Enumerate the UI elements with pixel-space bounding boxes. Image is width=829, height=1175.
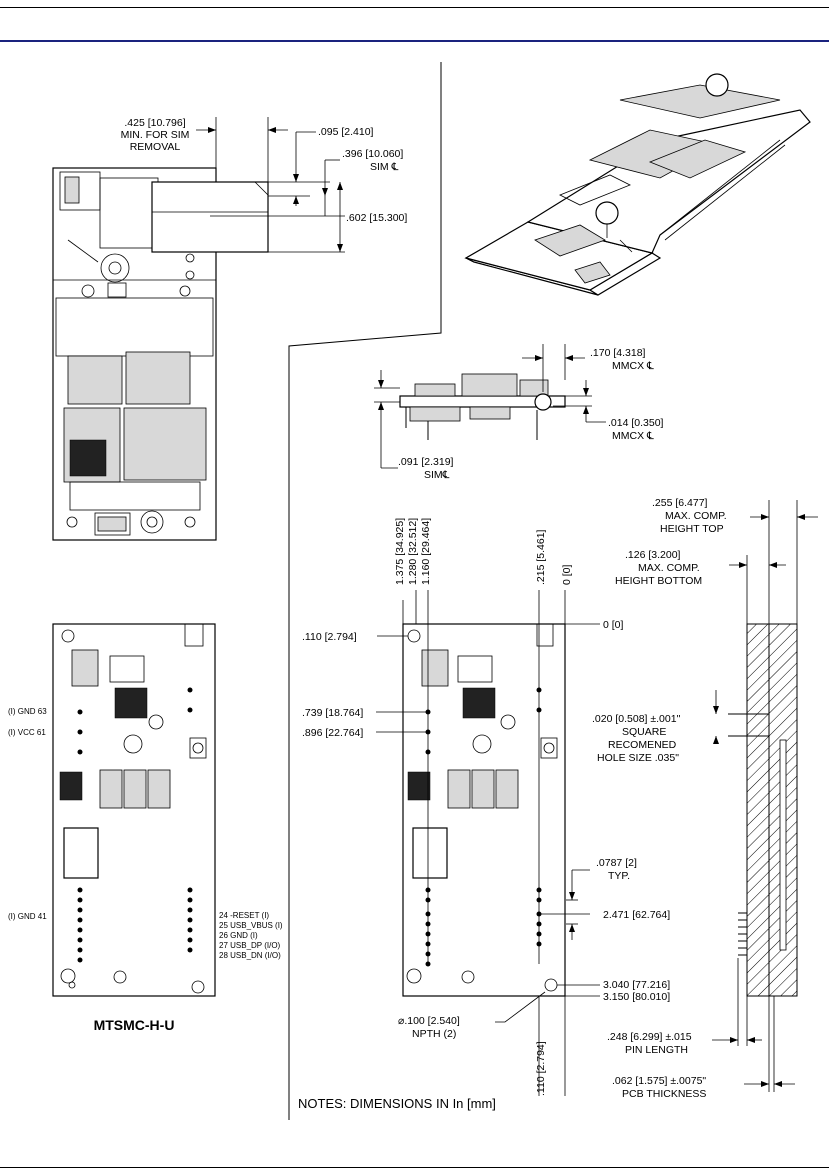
dim-091: .091 [2.319] (398, 456, 454, 468)
dim-sim-removal-l3: REMOVAL (130, 141, 181, 153)
mmcx-centerline-2: MMCX ℄ (612, 430, 654, 442)
dim-0-horizontal: 0 [0] (603, 619, 624, 631)
dim-126: .126 [3.200] (625, 549, 681, 561)
footer-rule (0, 1167, 829, 1168)
dim-215: .215 [5.461] (535, 529, 547, 585)
dim-739: .739 [18.764] (302, 707, 363, 719)
header-rule (0, 7, 829, 8)
pin-label-28: 28 USB_DN (I/O) (219, 951, 281, 960)
pin-label-vcc61: (I) VCC 61 (8, 728, 46, 737)
footprint-board (402, 590, 566, 997)
dim-396: .396 [10.060] (342, 148, 403, 160)
dim-062: .062 [1.575] ±.0075" (612, 1075, 706, 1087)
dim-255: .255 [6.477] (652, 497, 708, 509)
sim-vertical-dimensions: .095 [2.410] .396 [10.060] SIM ℄ .602 [1… (210, 126, 407, 253)
board-top-view (52, 167, 269, 541)
side-view-dimensions: .170 [4.318] MMCX ℄ .014 [0.350] MMCX ℄ … (374, 344, 664, 481)
dim-1160: 1.160 [29.464] (420, 518, 432, 585)
sim-centerline-label: SIM ℄ (370, 161, 399, 173)
dim-0787-typ: TYP. (608, 870, 630, 882)
dim-110: .110 [2.794] (302, 631, 357, 643)
dim-095: .095 [2.410] (318, 126, 374, 138)
dim-062-l2: PCB THICKNESS (622, 1088, 706, 1100)
dim-sim-removal-l2: MIN. FOR SIM (121, 129, 190, 141)
edge-profile-view (728, 623, 798, 997)
dim-110-vertical: .110 [2.794] (535, 1041, 547, 1096)
sim-card-outline (151, 181, 269, 253)
pin-label-24: 24 -RESET (I) (219, 911, 269, 920)
npth-label: ⌀.100 [2.540] (398, 1015, 460, 1027)
dim-2471: 2.471 [62.764] (603, 909, 670, 921)
isometric-view (464, 73, 811, 296)
header-accent-rule (0, 40, 829, 42)
dim-126-l2: MAX. COMP. (638, 562, 700, 574)
pin-label-25: 25 USB_VBUS (I) (219, 921, 283, 930)
dim-170: .170 [4.318] (590, 347, 646, 359)
dim-0-vertical: 0 [0] (561, 564, 573, 585)
view-divider (288, 62, 442, 1120)
dim-602: .602 [15.300] (346, 212, 407, 224)
side-view (399, 373, 566, 440)
dim-020-l4: HOLE SIZE .035" (597, 752, 679, 764)
pin-label-gnd63: (I) GND 63 (8, 707, 47, 716)
dim-896: .896 [22.764] (302, 727, 363, 739)
dim-014: .014 [0.350] (608, 417, 664, 429)
dim-0787: .0787 [2] (596, 857, 637, 869)
sim-removal-dimension: .425 [10.796] MIN. FOR SIM REMOVAL (121, 117, 288, 182)
dim-255-l2: MAX. COMP. (665, 510, 727, 522)
pin-column-right (187, 687, 193, 953)
sim-centerline-2: SIM℄ (424, 469, 450, 481)
dim-020-l3: RECOMENED (608, 739, 677, 751)
dim-1375: 1.375 [34.925] (394, 518, 406, 585)
dim-020-l2: SQUARE (622, 726, 666, 738)
dim-sim-removal: .425 [10.796] (124, 117, 185, 129)
dim-126-l3: HEIGHT BOTTOM (615, 575, 702, 587)
dim-255-l3: HEIGHT TOP (660, 523, 724, 535)
dim-248-l2: PIN LENGTH (625, 1044, 688, 1056)
pin-label-27: 27 USB_DP (I/O) (219, 941, 281, 950)
mmcx-centerline-1: MMCX ℄ (612, 360, 654, 372)
notes: NOTES: DIMENSIONS IN In [mm] (298, 1096, 496, 1111)
pin-label-26: 26 GND (I) (219, 931, 258, 940)
npth-count: NPTH (2) (412, 1028, 456, 1040)
dim-3040: 3.040 [77.216] (603, 979, 670, 991)
dim-1280: 1.280 [32.512] (407, 518, 419, 585)
pin-label-gnd41: (I) GND 41 (8, 912, 47, 921)
dim-020: .020 [0.508] ±.001" (592, 713, 681, 725)
model-name: MTSMC-H-U (94, 1017, 175, 1033)
dim-248: .248 [6.299] ±.015 (607, 1031, 692, 1043)
dim-3150: 3.150 [80.010] (603, 991, 670, 1003)
pin-column-left (77, 709, 83, 963)
pinout-board (52, 623, 216, 997)
edge-profile-dimensions: .255 [6.477] MAX. COMP. HEIGHT TOP .126 … (592, 497, 818, 1100)
